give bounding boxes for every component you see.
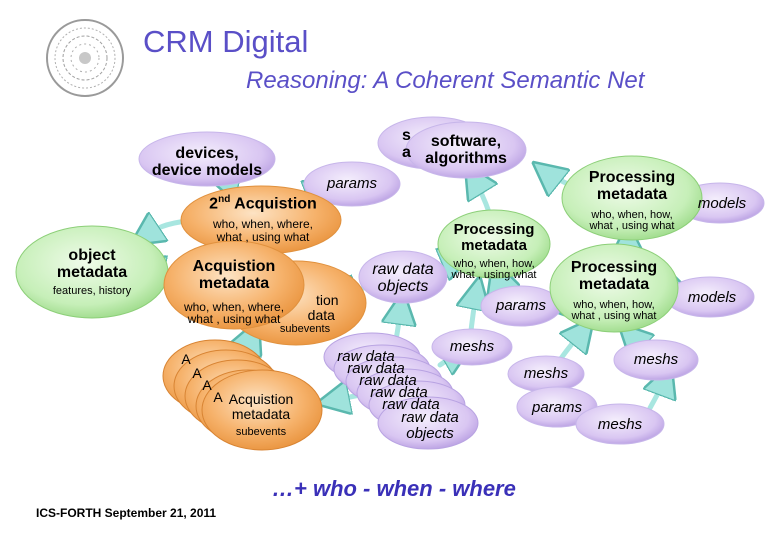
- acquisition-mid-label: Acquistion metadata who, when, where, wh…: [183, 258, 285, 327]
- acquisition-stack: [162, 339, 323, 451]
- raw-stack-peek-3: raw data: [359, 372, 417, 389]
- raw-data-mid-node: [358, 250, 448, 304]
- processing-right-label: Processing metadata who, when, how, what…: [570, 259, 658, 323]
- models-right-label: models: [687, 289, 737, 306]
- slide-subtitle: Reasoning: A Coherent Semantic Net: [246, 67, 645, 94]
- meshs-mid-label: meshs: [449, 338, 495, 355]
- footer-org-date: ICS-FORTH September 21, 2011: [36, 506, 217, 520]
- params-mid-label: params: [495, 297, 547, 314]
- arrow-meshs-lower-to-proc: [557, 325, 588, 363]
- raw-stack-peek-2: raw data: [347, 360, 405, 377]
- software-back-label: s a: [402, 127, 411, 161]
- params-low-label: params: [531, 399, 583, 416]
- arrow-proc-to-software: [470, 172, 490, 218]
- meshs-lower-label: meshs: [523, 365, 569, 382]
- processing-mid-label: Processing metadata who, when, how, what…: [451, 221, 537, 282]
- arrow-2nd-to-object: [138, 222, 183, 240]
- arrow-proc-top-to-software: [540, 168, 573, 185]
- acq-stack-peek-3: A: [202, 377, 212, 393]
- processing-top-label: Processing metadata who, when, how, what…: [588, 169, 676, 233]
- processing-top-node: [561, 155, 703, 241]
- devices-node: [138, 131, 276, 187]
- object-metadata-label: object metadata features, history: [52, 247, 132, 297]
- meshs-low-label: meshs: [597, 416, 643, 433]
- slide-title: CRM Digital: [143, 24, 309, 59]
- processing-right-node: [549, 243, 679, 333]
- meshs-mid-node: [431, 328, 513, 366]
- acq-stack-peek-2: A: [192, 365, 202, 381]
- acquisition-behind-label: tion data: [307, 292, 339, 324]
- raw-stack-peek-5: raw data: [382, 396, 440, 413]
- params-top-label: params: [326, 175, 378, 192]
- meshs-low-node: [575, 403, 665, 445]
- acq-stack-peek-1: A: [181, 351, 191, 367]
- raw-stack-peek-4: raw data: [370, 384, 428, 401]
- acq-stack-peek-4: A: [213, 389, 223, 405]
- params-top-node: [303, 161, 401, 207]
- meshs-right-label: meshs: [633, 351, 679, 368]
- software-node: [405, 121, 527, 179]
- second-acquisition-label: 2nd Acquistion who, when, where, what , …: [209, 194, 317, 244]
- devices-label: devices, device models: [151, 145, 263, 179]
- meshs-right-node: [613, 339, 699, 381]
- raw-data-mid-label: raw data objects: [372, 261, 434, 295]
- models-top-label: models: [697, 195, 747, 212]
- raw-stack-label: raw data objects: [401, 409, 459, 442]
- arrow-rawstack-to-acqstack: [325, 395, 363, 402]
- ics-forth-logo: [46, 19, 124, 97]
- acq-stack-label: Acquistion metadata subevents: [228, 391, 294, 439]
- acquisition-mid-node: [163, 240, 305, 330]
- raw-data-stack: [323, 332, 479, 450]
- raw-stack-peek-1: raw data: [337, 348, 395, 365]
- processing-mid-node: [437, 209, 551, 279]
- footer-tagline: …+ who - when - where: [272, 476, 516, 501]
- acquisition-mid-subevents: subevents: [279, 323, 331, 335]
- software-label: software, algorithms: [425, 133, 507, 167]
